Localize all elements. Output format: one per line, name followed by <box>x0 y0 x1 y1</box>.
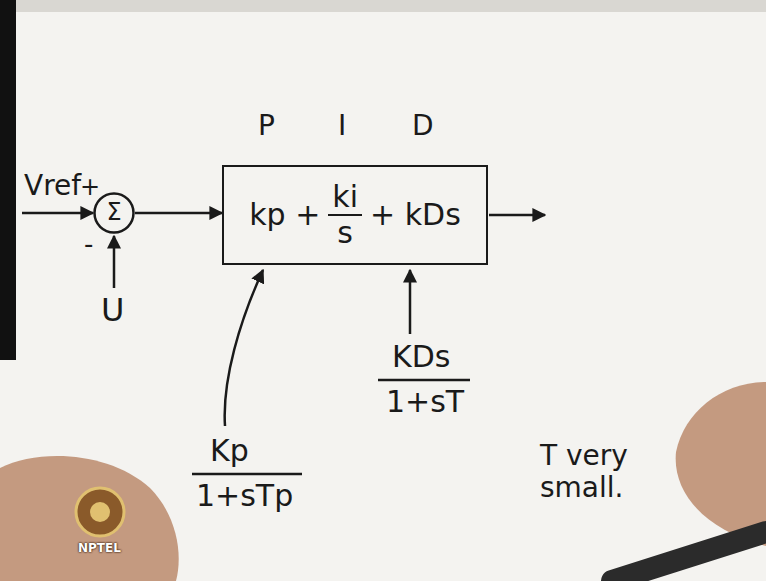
input-arrow <box>22 212 93 215</box>
junction-symbol: Σ <box>106 199 121 227</box>
paper-edge-shadow <box>0 0 766 12</box>
note: T very small. <box>540 440 658 504</box>
output-arrow <box>489 214 545 217</box>
term-letter: P <box>258 110 275 142</box>
logo-emblem <box>90 502 110 522</box>
signal-name: Vref <box>24 170 81 202</box>
signal-name: U <box>101 292 124 329</box>
fraction-bar <box>378 379 470 382</box>
fraction-bar <box>192 473 302 476</box>
term-letter: I <box>338 110 346 142</box>
left-edge-strip <box>0 0 16 360</box>
junction-circle <box>95 194 134 233</box>
transfer-term: + kDs <box>370 198 461 233</box>
logo-emblem <box>76 488 124 536</box>
sign-symbol: - <box>84 230 93 260</box>
signal-arrow <box>135 212 222 215</box>
hand <box>676 382 766 546</box>
marker-pen <box>612 532 766 581</box>
feedback-arrow <box>113 236 116 288</box>
fraction-numerator: KDs <box>392 340 450 375</box>
term-letter: D <box>412 110 434 142</box>
controller-block: kp +kis+ kDs <box>222 165 488 265</box>
transfer-term: ki <box>328 180 362 217</box>
fraction-numerator: Kp <box>210 434 249 469</box>
transfer-term: s <box>328 216 362 251</box>
fraction-denominator: 1+sT <box>386 385 464 420</box>
fraction-denominator: 1+sTp <box>196 479 293 514</box>
transfer-term: kp + <box>249 198 320 233</box>
leader-arrow <box>409 270 412 334</box>
logo-text: NPTEL <box>78 542 121 556</box>
hand <box>0 456 179 581</box>
leader-arrow <box>225 270 263 426</box>
sign-symbol: + <box>80 174 100 202</box>
